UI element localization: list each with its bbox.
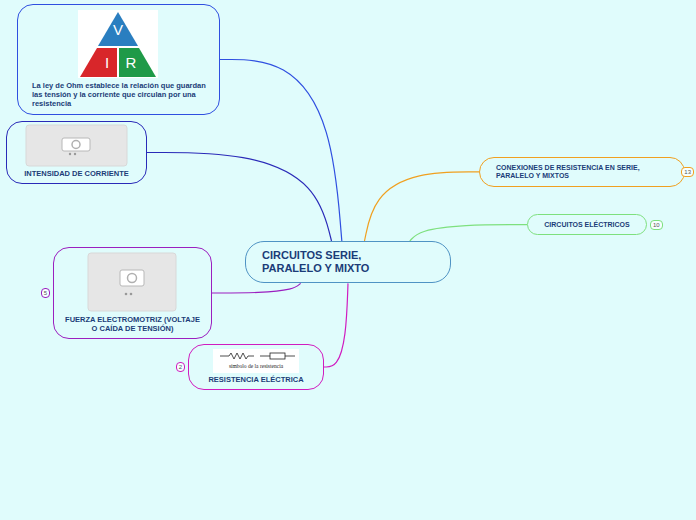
topic-text: CIRCUITOS SERIE, PARALELO Y MIXTO xyxy=(262,249,392,275)
branch-connector xyxy=(364,172,479,241)
central-topic: CIRCUITOS SERIE, PARALELO Y MIXTO xyxy=(245,241,451,283)
branch-connector xyxy=(212,283,301,293)
topic-box: CONEXIONES DE RESISTENCIA EN SERIE, PARA… xyxy=(479,157,685,187)
ohm-triangle xyxy=(78,10,158,78)
callout-number: 5 xyxy=(41,288,50,298)
topic-text: INTENSIDAD DE CORRIENTE xyxy=(13,169,140,178)
triangle-letter: V xyxy=(113,22,123,37)
topic-text: La ley de Ohm establece la relación que … xyxy=(32,81,209,108)
branch-connector xyxy=(147,153,332,242)
branch-connector xyxy=(324,283,348,367)
callout-number: 10 xyxy=(650,220,663,230)
topic-text: CIRCUITOS ELÉCTRICOS xyxy=(534,221,640,229)
triangle-letter: R xyxy=(126,55,137,70)
image-placeholder xyxy=(26,125,127,166)
branch-connector xyxy=(410,225,527,241)
callout-number: 2 xyxy=(176,362,185,372)
callout-number: 13 xyxy=(681,167,694,177)
topic-box: INTENSIDAD DE CORRIENTE xyxy=(6,121,147,184)
resistor-symbol xyxy=(213,349,299,373)
topic-box: CIRCUITOS ELÉCTRICOS xyxy=(527,214,647,235)
topic-box: FUERZA ELECTROMOTRIZ (VOLTAJE O CAÍDA DE… xyxy=(53,247,212,339)
topic-text: RESISTENCIA ELÉCTRICA xyxy=(195,375,317,384)
topic-text: FUERZA ELECTROMOTRIZ (VOLTAJE O CAÍDA DE… xyxy=(62,315,203,333)
triangle-letter: I xyxy=(105,55,109,70)
image-placeholder xyxy=(88,253,176,311)
topic-text: CONEXIONES DE RESISTENCIA EN SERIE, PARA… xyxy=(496,164,674,181)
symbol-caption: símbolo de la resistencia xyxy=(229,364,283,370)
